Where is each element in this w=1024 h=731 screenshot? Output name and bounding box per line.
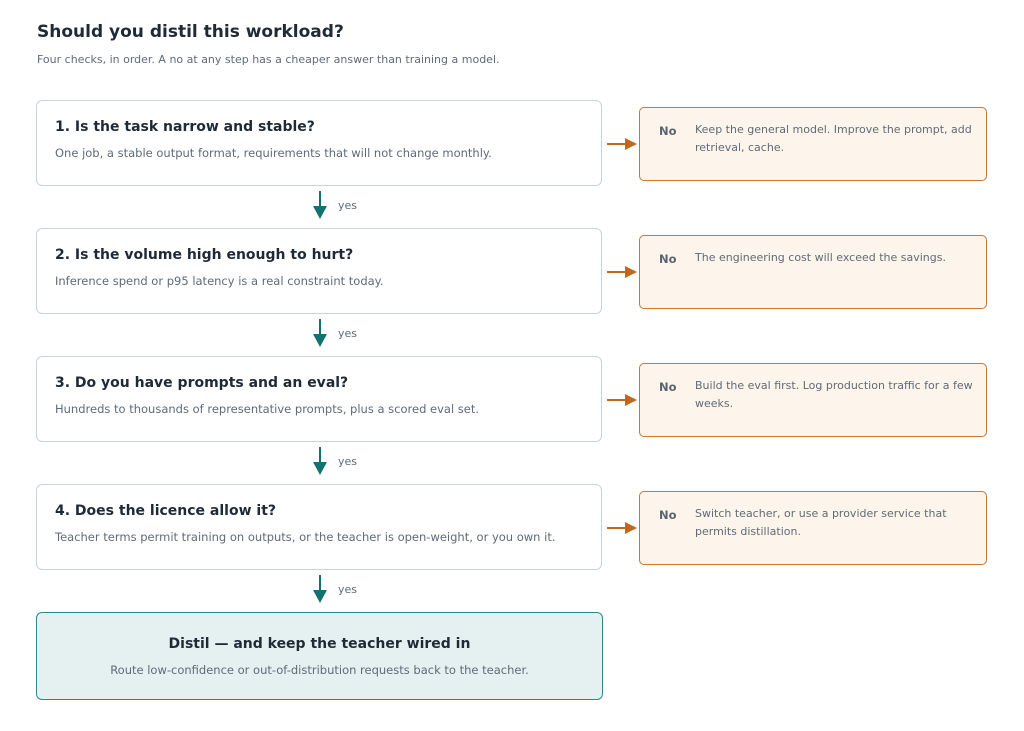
step-4-no-arrow-icon (607, 522, 637, 534)
yes-label-2: yes (338, 327, 358, 340)
step-1-question: 1. Is the task narrow and stable? (55, 119, 315, 135)
step-2-no-box: No The engineering cost will exceed the … (639, 235, 987, 309)
step-3-no-label: No (659, 380, 677, 394)
page-title: Should you distil this workload? (37, 22, 344, 42)
step-2-no-text: The engineering cost will exceed the sav… (695, 251, 946, 264)
step-1-no-arrow-icon (607, 138, 637, 150)
step-1-box: 1. Is the task narrow and stable? One jo… (36, 100, 602, 186)
yes-arrow-3-icon (313, 447, 327, 475)
step-3-detail: Hundreds to thousands of representative … (55, 402, 480, 416)
step-1-no-text: Keep the general model. Improve the prom… (695, 123, 972, 154)
step-4-no-text: Switch teacher, or use a provider servic… (695, 507, 947, 538)
step-3-no-text: Build the eval first. Log production tra… (695, 379, 973, 410)
step-2-box: 2. Is the volume high enough to hurt? In… (36, 228, 602, 314)
yes-label-1: yes (338, 199, 358, 212)
step-1-detail: One job, a stable output format, require… (55, 146, 492, 160)
step-4-detail: Teacher terms permit training on outputs… (55, 530, 556, 544)
step-1-no-box: No Keep the general model. Improve the p… (639, 107, 987, 181)
step-3-box: 3. Do you have prompts and an eval? Hund… (36, 356, 602, 442)
page-subtitle: Four checks, in order. A no at any step … (37, 53, 500, 66)
step-2-detail: Inference spend or p95 latency is a real… (55, 274, 384, 288)
final-outcome-title: Distil — and keep the teacher wired in (168, 636, 471, 652)
step-2-no-label: No (659, 252, 677, 266)
yes-label-3: yes (338, 455, 358, 468)
step-4-box: 4. Does the licence allow it? Teacher te… (36, 484, 602, 570)
yes-arrow-4-icon (313, 575, 327, 603)
final-outcome-detail: Route low-confidence or out-of-distribut… (110, 663, 529, 677)
step-1-no-label: No (659, 124, 677, 138)
step-4-no-label: No (659, 508, 677, 522)
yes-arrow-1-icon (313, 191, 327, 219)
step-3-no-arrow-icon (607, 394, 637, 406)
step-4-question: 4. Does the licence allow it? (55, 503, 277, 519)
final-outcome-box: Distil — and keep the teacher wired in R… (36, 612, 603, 700)
step-2-question: 2. Is the volume high enough to hurt? (55, 247, 354, 263)
step-3-question: 3. Do you have prompts and an eval? (55, 375, 349, 391)
step-2-no-arrow-icon (607, 266, 637, 278)
yes-arrow-2-icon (313, 319, 327, 347)
yes-label-4: yes (338, 583, 358, 596)
step-4-no-box: No Switch teacher, or use a provider ser… (639, 491, 987, 565)
step-3-no-box: No Build the eval first. Log production … (639, 363, 987, 437)
